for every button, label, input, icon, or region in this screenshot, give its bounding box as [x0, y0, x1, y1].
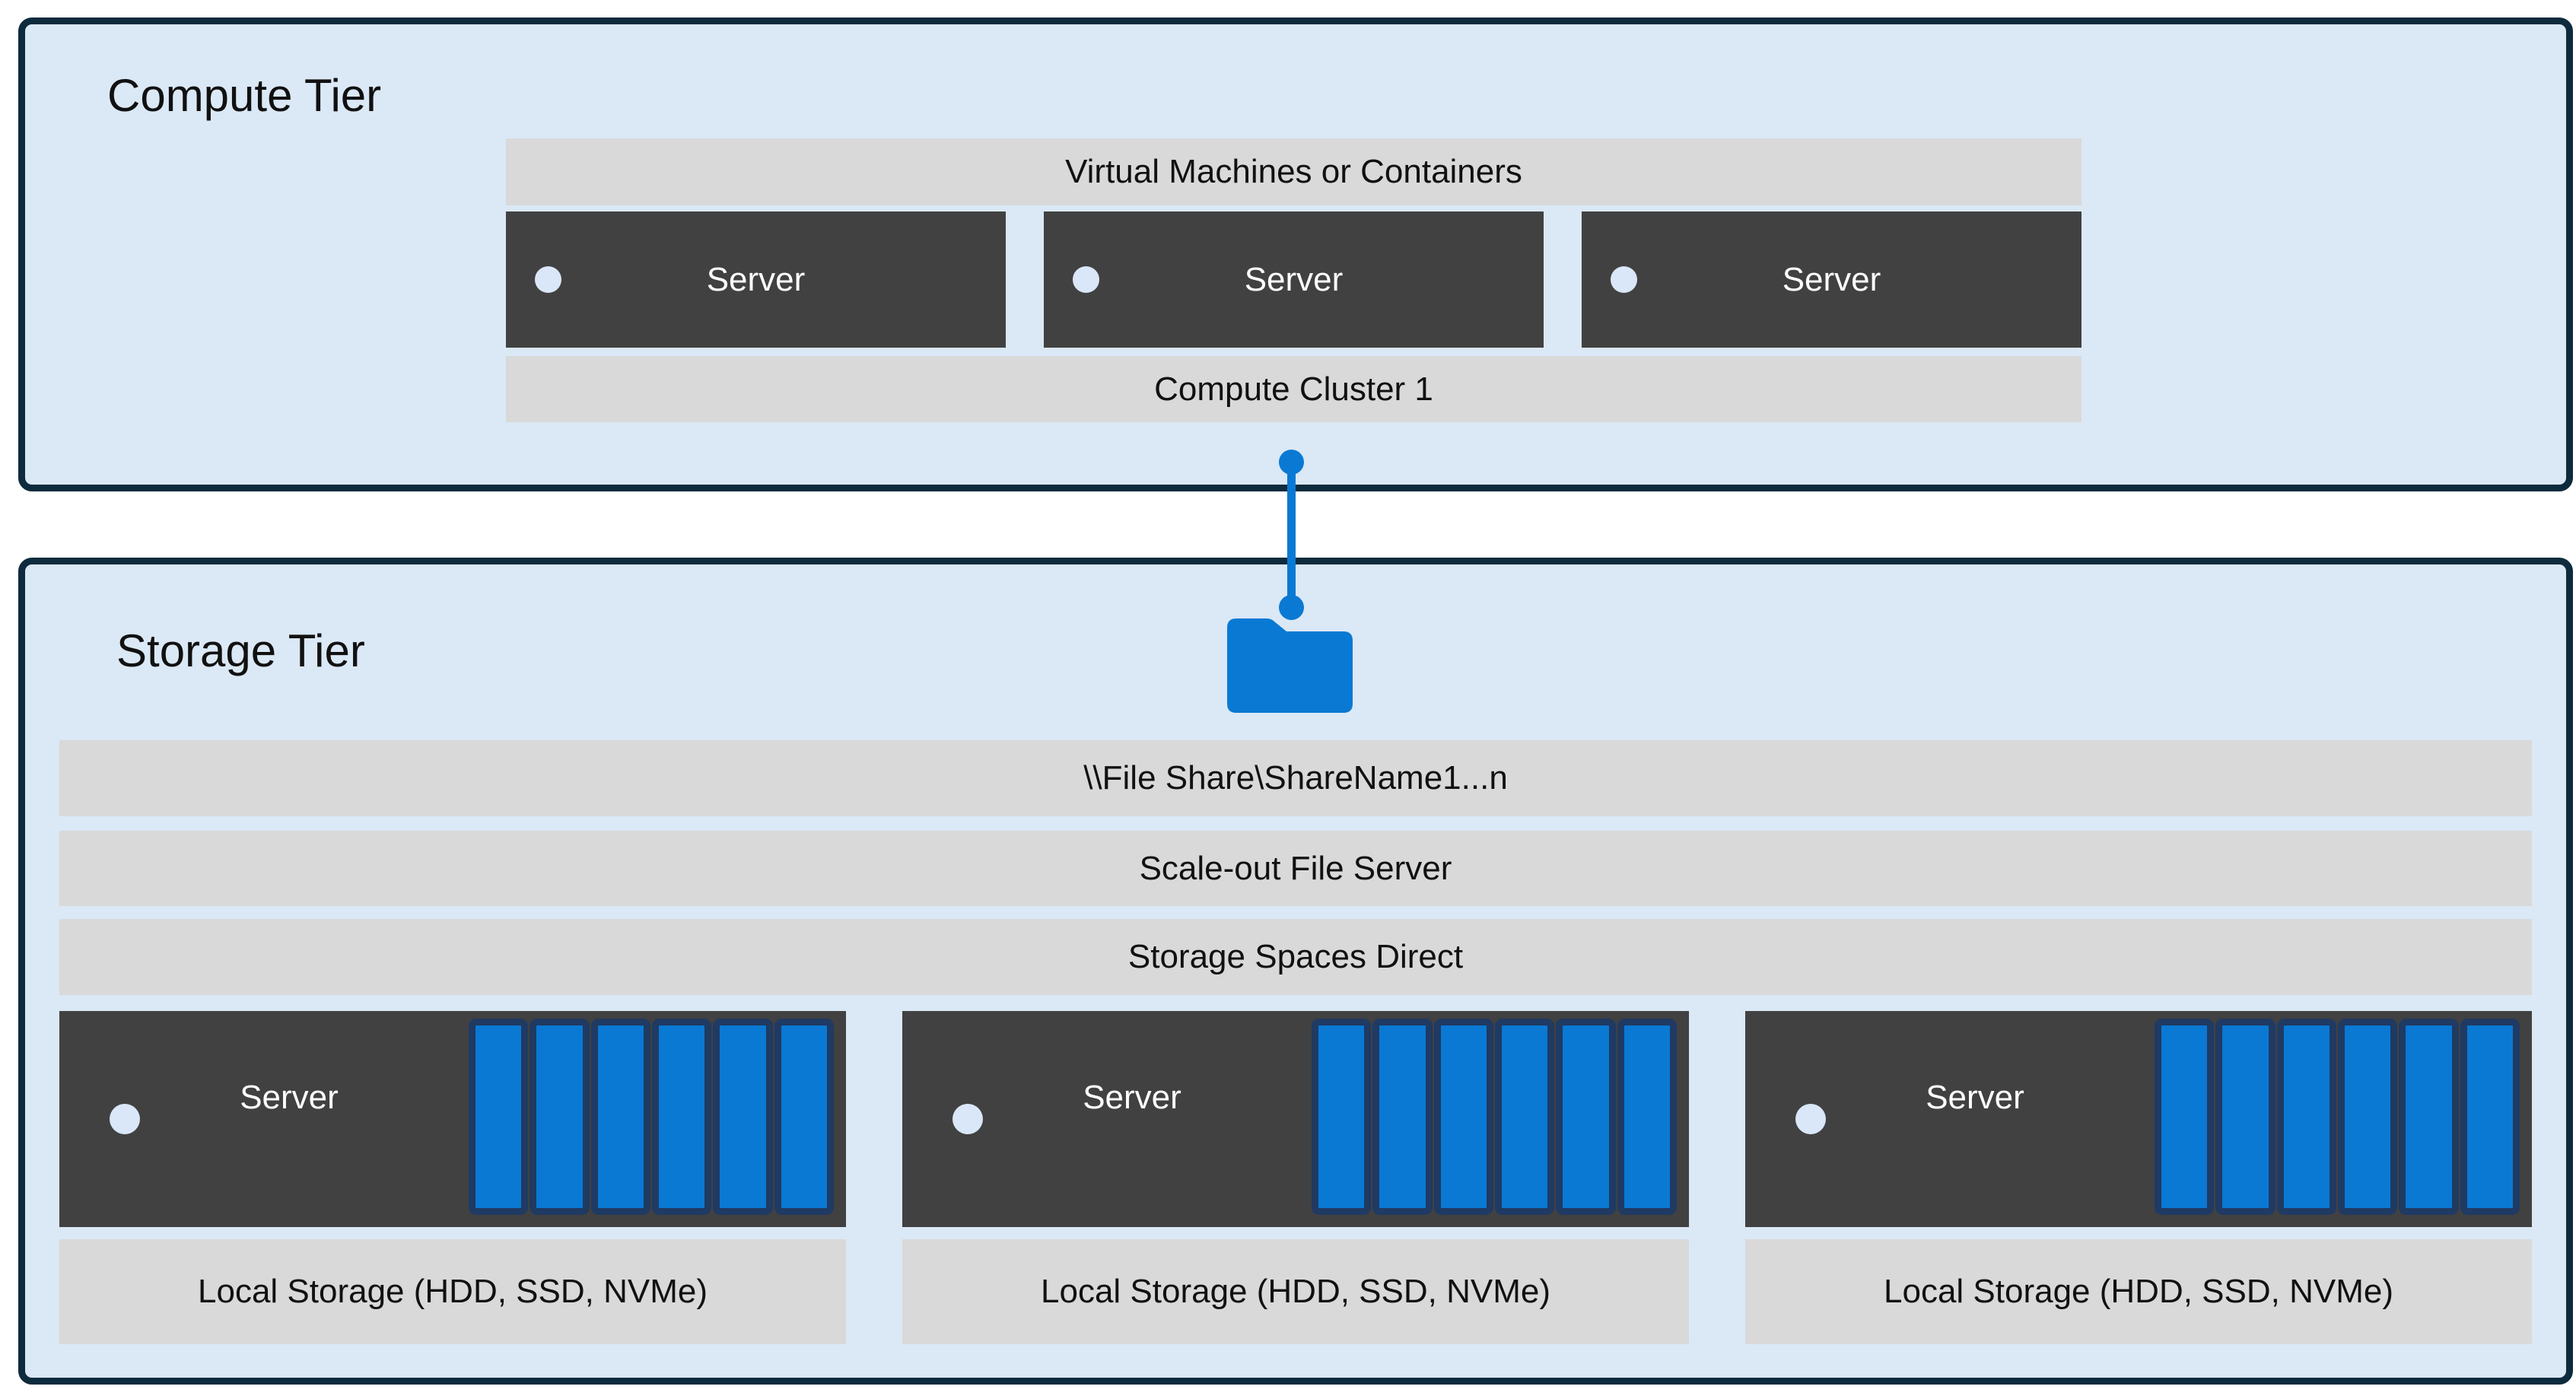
local-storage-bar-2-label: Local Storage (HDD, SSD, NVMe) — [1041, 1273, 1550, 1310]
disk-icon — [469, 1019, 529, 1215]
disk-array — [1312, 1019, 1677, 1215]
storage-server-1-label: Server — [240, 1079, 339, 1116]
disk-icon — [651, 1019, 712, 1215]
file-share-bar: \\File Share\ShareName1...n — [59, 740, 2532, 816]
connector-endpoint-dot-icon — [1279, 595, 1304, 620]
disk-icon — [590, 1019, 650, 1215]
disk-icon — [2215, 1019, 2275, 1215]
disk-icon — [1433, 1019, 1493, 1215]
compute-server-2-label: Server — [1244, 260, 1344, 298]
disk-icon — [2155, 1019, 2215, 1215]
compute-server-3: Server — [1582, 211, 2081, 348]
local-storage-bar-2: Local Storage (HDD, SSD, NVMe) — [902, 1239, 1689, 1344]
power-led-icon — [1073, 266, 1099, 293]
file-share-bar-label: \\File Share\ShareName1...n — [1083, 759, 1508, 796]
disk-icon — [1556, 1019, 1616, 1215]
compute-server-1: Server — [506, 211, 1006, 348]
compute-server-3-label: Server — [1782, 260, 1881, 298]
disk-icon — [2399, 1019, 2459, 1215]
virtual-machines-bar: Virtual Machines or Containers — [506, 138, 2081, 205]
local-storage-bar-1: Local Storage (HDD, SSD, NVMe) — [59, 1239, 846, 1344]
disk-icon — [2276, 1019, 2336, 1215]
power-led-icon — [952, 1104, 983, 1134]
local-storage-bar-3-label: Local Storage (HDD, SSD, NVMe) — [1884, 1273, 2393, 1310]
storage-server-2: Server — [902, 1011, 1689, 1227]
compute-cluster-bar-label: Compute Cluster 1 — [1154, 370, 1433, 408]
scale-out-file-server-bar-label: Scale-out File Server — [1139, 849, 1452, 887]
disk-icon — [1372, 1019, 1433, 1215]
storage-spaces-direct-bar-label: Storage Spaces Direct — [1127, 938, 1464, 975]
power-led-icon — [110, 1104, 140, 1134]
compute-tier-title: Compute Tier — [107, 70, 382, 121]
file-share-folder-icon — [1227, 618, 1353, 713]
storage-server-2-label: Server — [1083, 1079, 1181, 1116]
disk-array — [469, 1019, 834, 1215]
local-storage-bar-1-label: Local Storage (HDD, SSD, NVMe) — [198, 1273, 708, 1310]
disk-icon — [1312, 1019, 1372, 1215]
compute-storage-connector-line — [1287, 462, 1296, 607]
disk-icon — [713, 1019, 773, 1215]
power-led-icon — [535, 266, 561, 293]
connector-endpoint-dot-icon — [1279, 450, 1304, 475]
virtual-machines-bar-label: Virtual Machines or Containers — [1065, 153, 1522, 190]
storage-server-1: Server — [59, 1011, 846, 1227]
compute-tier-box: Compute Tier Virtual Machines or Contain… — [18, 17, 2573, 491]
disk-icon — [1494, 1019, 1555, 1215]
power-led-icon — [1795, 1104, 1826, 1134]
compute-server-2: Server — [1044, 211, 1544, 348]
local-storage-bar-3: Local Storage (HDD, SSD, NVMe) — [1745, 1239, 2532, 1344]
compute-server-1-label: Server — [706, 260, 806, 298]
storage-spaces-direct-bar: Storage Spaces Direct — [59, 919, 2532, 995]
power-led-icon — [1611, 266, 1637, 293]
storage-server-3: Server — [1745, 1011, 2532, 1227]
disk-icon — [2337, 1019, 2398, 1215]
disk-icon — [774, 1019, 834, 1215]
storage-tier-box: Storage Tier \\File Share\ShareName1...n… — [18, 558, 2573, 1385]
scale-out-file-server-bar: Scale-out File Server — [59, 831, 2532, 906]
disk-icon — [1617, 1019, 1677, 1215]
storage-tier-title: Storage Tier — [116, 625, 365, 676]
disk-icon — [2460, 1019, 2520, 1215]
disk-array — [2155, 1019, 2520, 1215]
disk-icon — [530, 1019, 590, 1215]
compute-cluster-bar: Compute Cluster 1 — [506, 356, 2081, 422]
storage-server-3-label: Server — [1926, 1079, 2024, 1116]
